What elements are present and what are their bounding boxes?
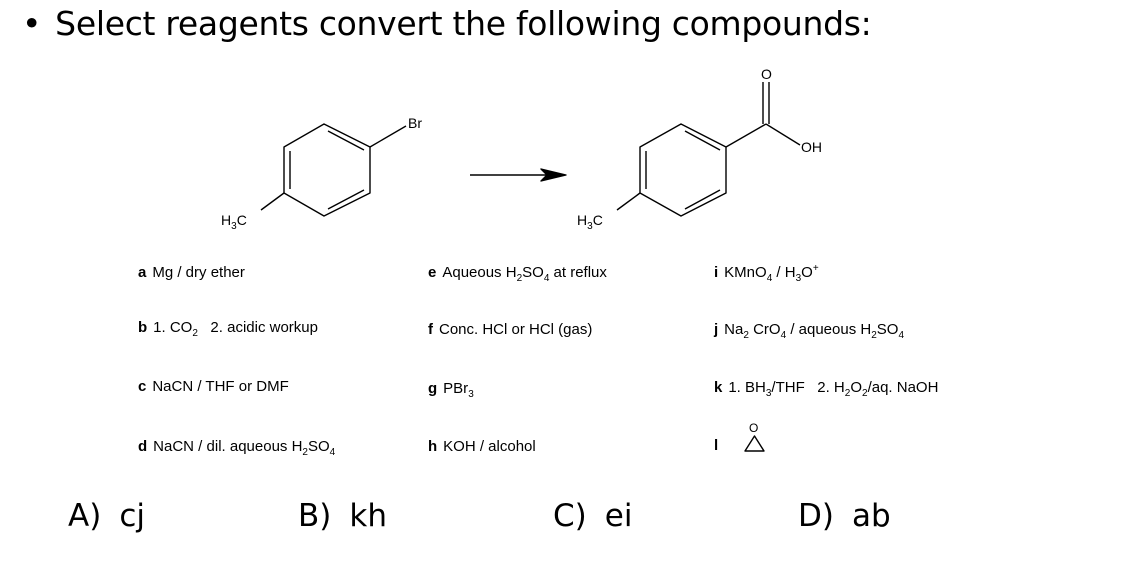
reactant-benzene-ring: [260, 123, 407, 217]
c-oh-bond: [765, 123, 801, 146]
title-text: Select reagents convert the following co…: [55, 4, 872, 43]
ethylene-oxide-structure: [744, 435, 765, 452]
oh-label: OH: [801, 139, 822, 155]
question-title: • Select reagents convert the following c…: [22, 4, 872, 43]
bullet: •: [22, 4, 42, 43]
epoxide-o-label: O: [749, 421, 758, 435]
h3c-label-reactant: H3C: [221, 212, 247, 232]
br-label: Br: [408, 115, 422, 131]
c-ch3-bond: [260, 192, 285, 211]
answer-c[interactable]: C)ei: [553, 498, 633, 534]
c-cooh-bond: [725, 123, 767, 148]
reagent-l: l: [714, 437, 719, 454]
answer-d[interactable]: D)ab: [798, 498, 891, 534]
reaction-arrow: [470, 168, 567, 182]
answer-b[interactable]: B)kh: [298, 498, 387, 534]
c-br-bond: [369, 125, 407, 148]
product-benzene-ring: [616, 82, 801, 217]
h3c-label-product: H3C: [577, 212, 603, 232]
carbonyl-o-label: O: [761, 66, 772, 82]
c-ch3-bond: [616, 192, 641, 211]
answer-a[interactable]: A)cj: [68, 498, 145, 534]
